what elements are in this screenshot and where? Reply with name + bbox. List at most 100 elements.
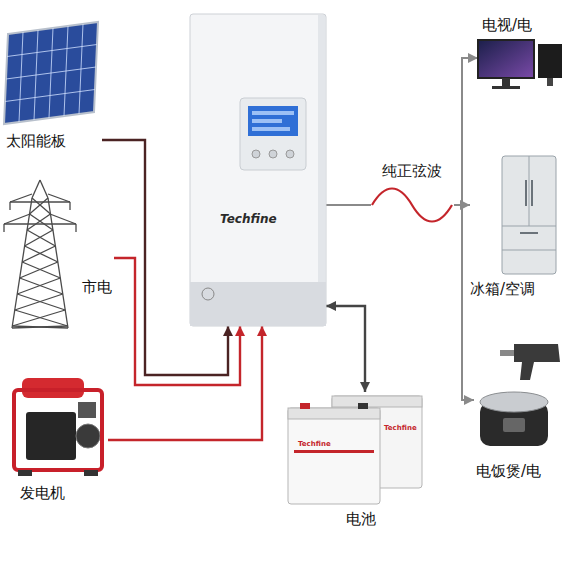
node-label: 太阳能板 [6, 132, 66, 150]
tower-strut [48, 194, 70, 202]
node-label: 电池 [346, 510, 376, 528]
solar-cell-line [7, 45, 97, 57]
battery-terminal [358, 403, 368, 409]
tower-strut [17, 294, 65, 310]
cooker-lid [480, 392, 548, 412]
engine-block [26, 412, 76, 460]
power-connector [326, 58, 478, 205]
tower-strut [17, 278, 60, 294]
lcd-segment [252, 119, 282, 123]
lcd-segment [252, 127, 290, 131]
power-connector [326, 205, 474, 400]
brand-logo [202, 288, 214, 300]
control-panel [78, 402, 96, 418]
cooker-node: 电饭煲/电 [474, 340, 564, 490]
tower-strut [22, 262, 60, 278]
generator-foot [18, 470, 32, 476]
tower-strut [20, 262, 58, 278]
battery-brand: Techfine [298, 440, 331, 448]
pc-monitor [538, 44, 562, 78]
node-label: 冰箱/空调 [470, 280, 535, 298]
tower-strut [10, 194, 32, 202]
node-illustration [2, 178, 114, 330]
tower-strut [12, 326, 68, 328]
node-label: 电饭煲/电 [476, 462, 541, 480]
generator-foot [84, 470, 98, 476]
tower-strut [15, 294, 63, 310]
battery-node: 电池 [288, 392, 424, 534]
tower-strut [3, 224, 4, 232]
panel-button [286, 150, 294, 158]
tower-strut [4, 214, 30, 224]
tower-strut [50, 214, 76, 224]
tower-strut [25, 230, 53, 246]
tower-strut [4, 223, 76, 224]
battery-brand-wrap: Techfine [298, 440, 331, 448]
fridge-handle [531, 180, 533, 206]
fridge-body [502, 156, 556, 274]
engine-fan [76, 424, 100, 448]
tower-strut [30, 214, 53, 230]
solar-panel-node: 太阳能板 [2, 20, 102, 166]
tower-strut [10, 201, 70, 202]
cooker-panel [503, 418, 525, 432]
tower-strut [20, 278, 63, 294]
panel-button [269, 150, 277, 158]
fridge-handle [525, 180, 527, 206]
tower-strut [40, 180, 48, 198]
fridge-handle [520, 232, 538, 234]
tower-strut [32, 180, 40, 198]
tv-screen [478, 40, 534, 78]
fridge-node: 冰箱/空调 [470, 156, 564, 308]
generator-frame [14, 390, 102, 470]
solar-cell-line [5, 90, 95, 102]
inverter-body [190, 14, 326, 326]
inverter-base-band [190, 282, 326, 326]
battery-stripe [294, 450, 374, 453]
tower-strut [27, 230, 55, 246]
inverter-node: Techfine [190, 14, 326, 326]
waveform-label-wrap: 纯正弦波 [382, 162, 442, 180]
drill-body [514, 344, 560, 380]
waveform-label: 纯正弦波 [382, 162, 442, 180]
inverter-side [318, 15, 325, 325]
tv-base [492, 86, 520, 89]
tower-strut [9, 202, 10, 210]
tower-strut [30, 198, 48, 214]
tower-strut [69, 202, 70, 210]
tv-stand [502, 78, 510, 86]
tower-strut [32, 198, 50, 214]
fridge-door-split [529, 156, 530, 226]
battery-terminal [300, 403, 310, 409]
battery-brand: Techfine [384, 424, 417, 432]
tower-strut [75, 224, 76, 232]
monitor-stand [547, 78, 553, 86]
solar-panel-face [4, 22, 98, 124]
sine-wave [372, 189, 452, 222]
battery-lid [288, 408, 380, 419]
tower-strut [12, 326, 68, 328]
tower-strut [27, 214, 50, 230]
drill-chuck [500, 350, 514, 356]
display-panel [240, 98, 306, 170]
power-connector [108, 326, 262, 440]
tower-strut [12, 310, 65, 326]
generator-node: 发电机 [4, 372, 108, 510]
panel-button [252, 150, 260, 158]
battery-body [288, 408, 380, 504]
tower-strut [25, 246, 58, 262]
tv-node: 电视/电 [478, 14, 564, 124]
tower-strut [15, 310, 68, 326]
node-label: 电视/电 [482, 16, 532, 34]
node-illustration [190, 14, 326, 326]
node-label: 市电 [82, 278, 112, 296]
fridge-drawer-split [502, 250, 556, 251]
power-connector [326, 306, 365, 392]
lcd-screen [248, 106, 298, 136]
fridge-drawer-split [502, 226, 556, 227]
grid-tower-node: 市电 [2, 178, 114, 330]
battery-brand-wrap: Techfine [384, 424, 417, 432]
node-label: Techfine [220, 212, 277, 226]
lcd-segment [252, 111, 294, 115]
